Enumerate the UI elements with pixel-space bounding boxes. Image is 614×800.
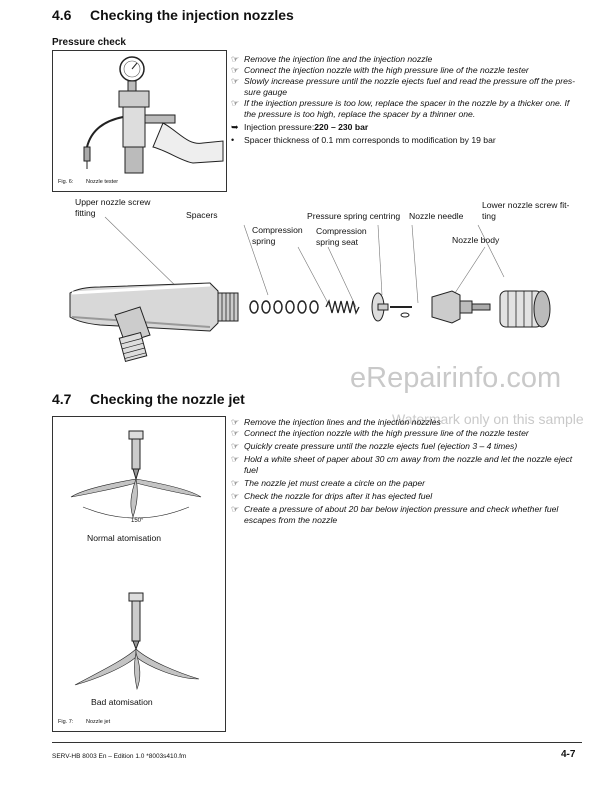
step-text: the pressure is too high, replace the sp… <box>244 109 476 119</box>
normal-atomisation-label: Normal atomisation <box>87 533 162 543</box>
label-lower-nozzle-screw-fitting: Lower nozzle screw fit-ting <box>482 200 570 221</box>
hand-pointer-icon: ☞ <box>231 454 240 464</box>
pressure-check-label: Pressure check <box>52 37 126 48</box>
step-text: Quickly create pressure until the nozzle… <box>244 441 518 451</box>
step-row: ☞ Remove the injection lines and the inje… <box>231 417 591 428</box>
nozzle-tester-illustration <box>83 56 224 174</box>
section-4-6-number: 4.6 <box>52 7 72 23</box>
nozzle-jet-illustration <box>70 430 202 691</box>
step-row: ☞ Quickly create pressure until the nozzl… <box>231 441 591 452</box>
section-4-7-title: Checking the nozzle jet <box>90 391 245 407</box>
step-row: ☞ Connect the injection nozzle with the h… <box>231 65 591 76</box>
hand-pointer-icon: ☞ <box>231 76 240 86</box>
step-row-result: ➥ Injection pressure: 220 – 230 bar <box>231 122 591 133</box>
step-text: Create a pressure of about 20 bar below … <box>244 504 559 514</box>
step-row: ☞ Connect the injection nozzle with the h… <box>231 428 591 439</box>
step-text: Spacer thickness of 0.1 mm corresponds t… <box>244 135 496 145</box>
label-nozzle-needle: Nozzle needle <box>409 211 464 221</box>
nozzle-exploded-diagram <box>69 216 551 363</box>
step-row: ☞ Check the nozzle for drips after it has… <box>231 491 591 502</box>
step-text: Remove the injection lines and the injec… <box>244 417 441 427</box>
step-row: ☞ Hold a white sheet of paper about 30 cm… <box>231 454 591 465</box>
nozzle-angle-label: 150° <box>131 518 144 524</box>
hand-pointer-icon: ☞ <box>231 491 240 501</box>
step-text: Remove the injection line and the inject… <box>244 54 433 64</box>
step-row-continued: the pressure is too high, replace the sp… <box>231 109 591 120</box>
step-text: sure gauge <box>244 87 288 97</box>
watermark-sub: Watermark only on this sample <box>392 411 584 427</box>
hand-pointer-icon: ☞ <box>231 441 240 451</box>
step-row: ☞ If the injection pressure is too low, r… <box>231 98 591 109</box>
step-row: ☞ The nozzle jet must create a circle on … <box>231 478 591 489</box>
step-row-continued: fuel <box>231 465 591 476</box>
figure-7-caption: Nozzle jet <box>86 719 111 725</box>
hand-pointer-icon: ☞ <box>231 428 240 438</box>
step-row: ☞ Slowly increase pressure until the nozz… <box>231 76 591 87</box>
steps-4-6: ☞ Remove the injection line and the injec… <box>231 54 591 146</box>
hand-pointer-icon: ☞ <box>231 98 240 108</box>
steps-4-7: ☞ Remove the injection lines and the inje… <box>231 417 591 526</box>
bad-atomisation-label: Bad atomisation <box>91 697 153 707</box>
bullet-icon: • <box>231 135 235 145</box>
step-row-bullet: • Spacer thickness of 0.1 mm corresponds … <box>231 135 591 146</box>
footer-document-id: SERV-HB 8003 En – Edition 1.0 *8003s410.… <box>52 753 187 760</box>
step-row-continued: escapes from the nozzle <box>231 515 591 526</box>
result-value: 220 – 230 bar <box>314 122 369 132</box>
step-text: Slowly increase pressure until the nozzl… <box>244 76 576 86</box>
step-text: If the injection pressure is too low, re… <box>244 98 570 108</box>
step-row: ☞ Create a pressure of about 20 bar below… <box>231 504 591 515</box>
step-text: Check the nozzle for drips after it has … <box>244 491 433 501</box>
result-label: Injection pressure: <box>244 122 315 132</box>
watermark-main: eRepairinfo.com <box>350 362 562 394</box>
hand-pointer-icon: ☞ <box>231 478 240 488</box>
hand-pointer-icon: ☞ <box>231 65 240 75</box>
section-4-7-number: 4.7 <box>52 391 72 407</box>
figure-7-number: Fig. 7: <box>58 719 74 725</box>
footer-rule <box>52 742 582 743</box>
label-pressure-spring-centring: Pressure spring centring <box>307 211 401 221</box>
label-spacers: Spacers <box>186 210 218 220</box>
step-row: ☞ Remove the injection line and the injec… <box>231 54 591 65</box>
step-row-continued: sure gauge <box>231 87 591 98</box>
hand-pointer-icon: ☞ <box>231 54 240 64</box>
figure-7-frame: 150° Normal atomisation Bad atomisation … <box>52 416 226 732</box>
hand-pointer-icon: ☞ <box>231 504 240 514</box>
arrow-right-icon: ➥ <box>231 122 239 132</box>
step-text: Connect the injection nozzle with the hi… <box>244 428 529 438</box>
hand-pointer-icon: ☞ <box>231 417 240 427</box>
figure-6-number: Fig. 6: <box>58 179 74 185</box>
section-4-6-title: Checking the injection nozzles <box>90 7 294 23</box>
label-nozzle-body: Nozzle body <box>452 235 500 245</box>
figure-6-frame: Fig. 6: Nozzle tester <box>52 50 227 192</box>
step-text: Hold a white sheet of paper about 30 cm … <box>244 454 573 464</box>
step-text: fuel <box>244 465 258 475</box>
figure-6-caption: Nozzle tester <box>86 179 119 185</box>
step-text: Connect the injection nozzle with the hi… <box>244 65 529 75</box>
step-text: escapes from the nozzle <box>244 515 338 525</box>
step-text: The nozzle jet must create a circle on t… <box>244 478 426 488</box>
page-number: 4-7 <box>561 749 576 760</box>
